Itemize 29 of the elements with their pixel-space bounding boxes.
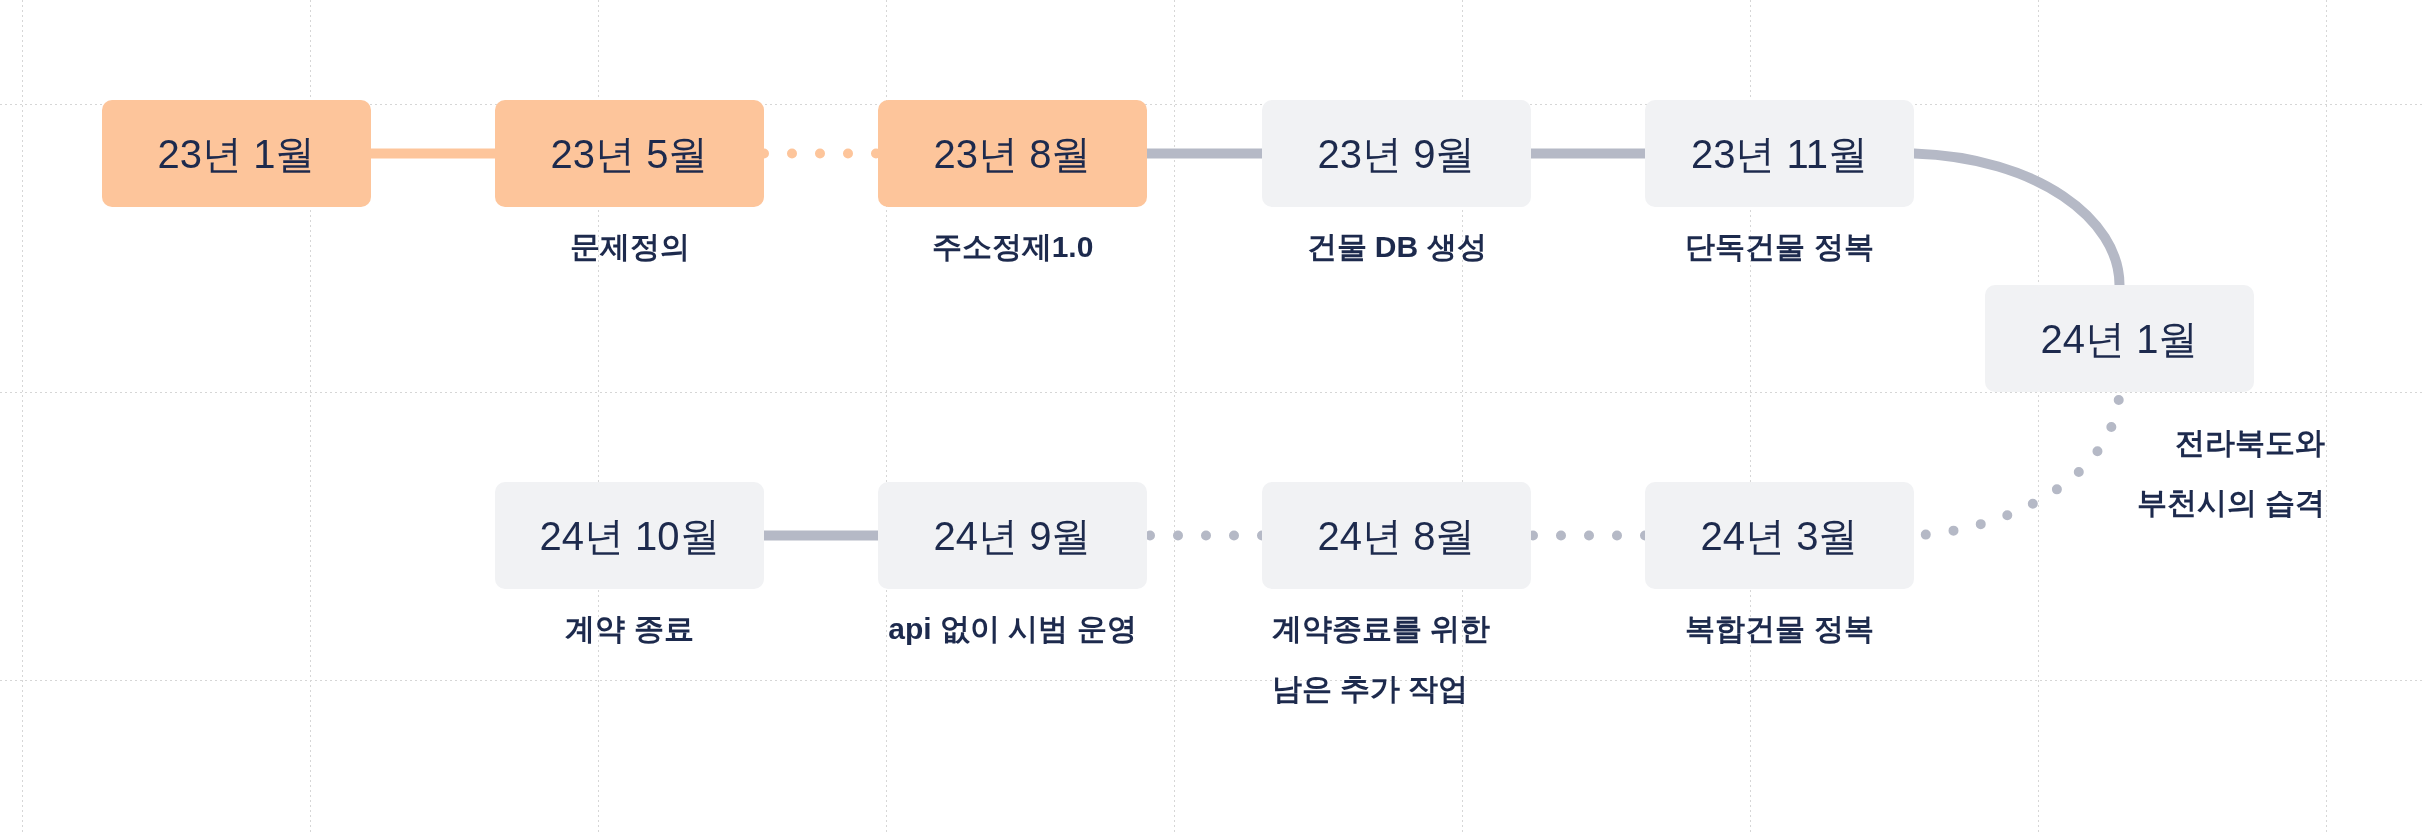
milestone-card — [1645, 100, 1914, 207]
milestone-caption: 계약 종료 — [565, 611, 694, 647]
milestone-date: 24년 10월 — [539, 512, 720, 560]
milestone-date: 23년 9월 — [1317, 130, 1476, 178]
milestone-date: 24년 8월 — [1317, 512, 1476, 560]
milestone-card — [1645, 482, 1914, 589]
milestone-date: 23년 5월 — [550, 130, 709, 178]
milestone-caption: 건물 DB 생성 — [1306, 229, 1487, 265]
milestone-caption: api 없이 시범 운영 — [888, 611, 1137, 647]
milestone-card — [878, 100, 1147, 207]
milestone-date: 24년 3월 — [1700, 512, 1859, 560]
milestone-card — [102, 100, 371, 207]
milestone-card — [1262, 100, 1531, 207]
milestone-card — [1262, 482, 1531, 589]
milestone-date: 24년 1월 — [2040, 315, 2199, 363]
milestone-caption: 전라북도와 부천시의 습격 — [2135, 425, 2325, 521]
milestone-date: 23년 8월 — [933, 130, 1092, 178]
milestone-date: 23년 1월 — [157, 130, 316, 178]
milestone-date: 23년 11월 — [1690, 130, 1869, 178]
milestone-caption: 문제정의 — [569, 229, 690, 265]
milestone-card — [495, 482, 764, 589]
milestone-caption: 단독건물 정복 — [1685, 229, 1874, 265]
milestone-date: 24년 9월 — [933, 512, 1092, 560]
milestone-card — [495, 100, 764, 207]
milestone-card — [1985, 285, 2254, 392]
milestone-caption: 복합건물 정복 — [1685, 611, 1874, 647]
milestone-caption: 계약종료를 위한 남은 추가 작업 — [1271, 611, 1491, 707]
milestone-card — [878, 482, 1147, 589]
milestone-caption: 주소정제1.0 — [931, 229, 1094, 265]
